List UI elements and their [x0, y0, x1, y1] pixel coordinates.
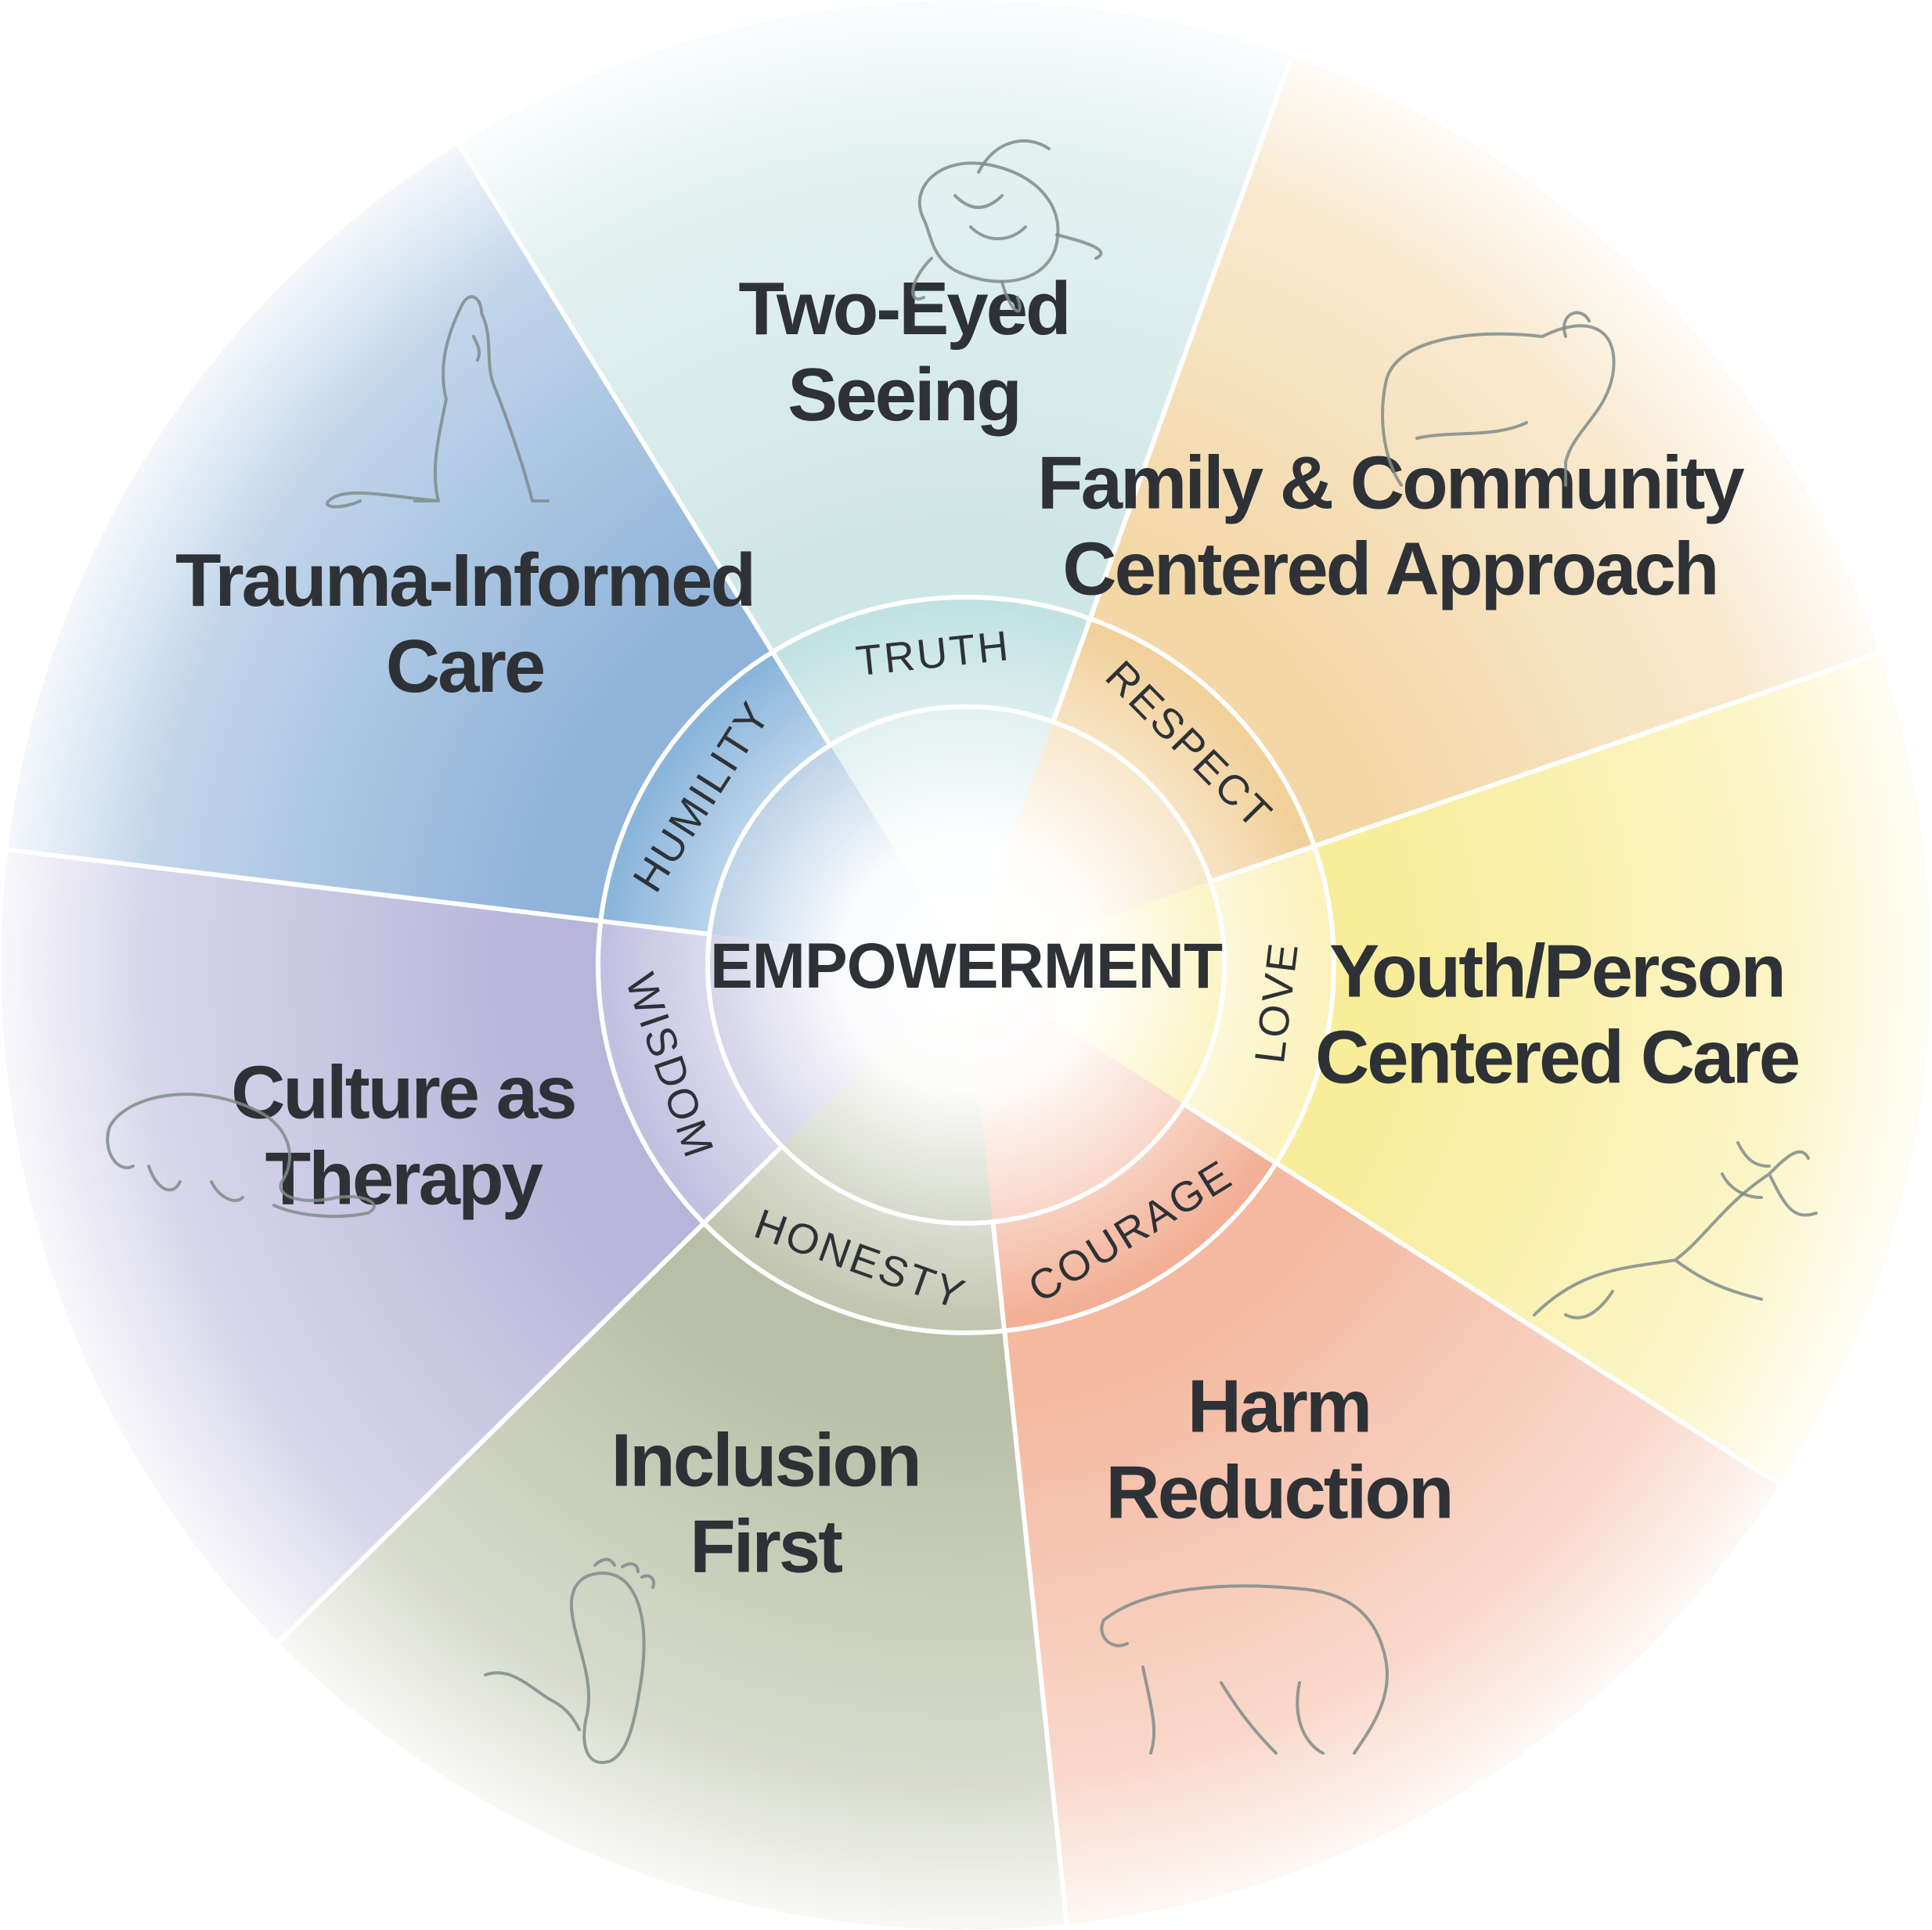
divider-line — [0, 846, 710, 937]
divider-line — [1182, 1102, 1793, 1495]
eagle-icon — [1533, 1141, 1818, 1320]
center-label: EMPOWERMENT — [710, 931, 1223, 1002]
animal-icons — [106, 139, 1818, 1764]
wolf-icon — [326, 295, 550, 509]
outer-ring-border — [596, 595, 1336, 1335]
principle-line: Reduction — [1105, 1451, 1451, 1535]
inner-ring-border — [705, 704, 1227, 1226]
principle-line: Family & Community — [1037, 441, 1744, 525]
bear-icon — [1100, 1584, 1389, 1755]
principle-line: Youth/Person — [1329, 930, 1784, 1014]
divider-line — [990, 1221, 1070, 1930]
divider-line — [1209, 646, 1894, 884]
principle-line: Seeing — [788, 353, 1020, 437]
principle-line: Care — [386, 625, 544, 708]
principle-line: Centered Approach — [1062, 528, 1717, 611]
footprint-icon — [484, 1557, 655, 1764]
beaver-icon — [106, 1093, 376, 1219]
principle-line: First — [690, 1504, 842, 1588]
bison-icon — [1381, 311, 1616, 487]
principle-line: Therapy — [265, 1137, 543, 1221]
turtle-icon — [911, 139, 1103, 313]
divider-line — [449, 130, 833, 747]
divider-lines — [0, 41, 1894, 1930]
principle-line: Culture as — [231, 1051, 575, 1135]
principle-line: Harm — [1188, 1365, 1370, 1449]
divider-line — [265, 1144, 784, 1655]
divider-line — [1051, 41, 1299, 723]
principle-line: Inclusion — [611, 1418, 919, 1502]
principle-line: Trauma-Informed — [175, 538, 754, 622]
principle-line: Centered Care — [1315, 1016, 1799, 1100]
